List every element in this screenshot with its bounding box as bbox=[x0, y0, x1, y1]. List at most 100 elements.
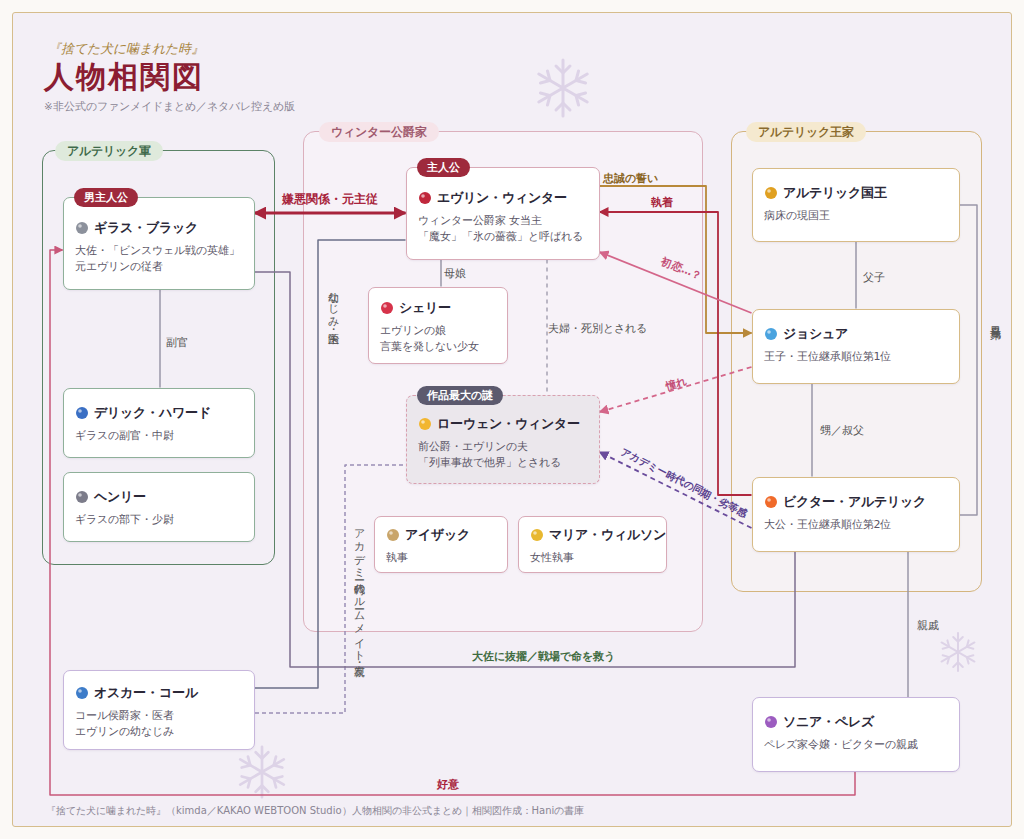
relation-label: 大佐に抜擢／戦場で命を救う bbox=[472, 650, 615, 664]
icon-shine bbox=[767, 718, 771, 722]
character-name: ヘンリー bbox=[94, 487, 146, 507]
character-description: 大佐・「ビンスウェル戦の英雄」 元エヴリンの従者 bbox=[75, 243, 243, 275]
icon-shine bbox=[78, 224, 82, 228]
icon-dot bbox=[387, 529, 399, 541]
icon-dot bbox=[765, 496, 777, 508]
icon-dot bbox=[765, 716, 777, 728]
name-row: エヴリン・ウィンター bbox=[418, 188, 588, 208]
name-row: ローウェン・ウィンター bbox=[418, 414, 588, 434]
icon-dot bbox=[76, 491, 88, 503]
character-description: ペレズ家令嬢・ビクターの親戚 bbox=[764, 737, 948, 753]
character-description: ギラスの副官・中尉 bbox=[75, 428, 243, 444]
character-icon bbox=[530, 528, 544, 542]
icon-dot bbox=[419, 418, 431, 430]
character-description: 王子・王位継承順位第1位 bbox=[764, 349, 948, 365]
character-box: シェリーエヴリンの娘 言葉を発しない少女 bbox=[368, 287, 508, 364]
relation-label: 夫婦・死別とされる bbox=[548, 321, 647, 335]
character-name: オスカー・コール bbox=[94, 683, 198, 703]
character-name: ギラス・ブラック bbox=[94, 218, 198, 238]
relation-label: 父子 bbox=[863, 270, 885, 284]
relation-label: 忠誠の誓い bbox=[603, 171, 658, 185]
name-row: ヘンリー bbox=[75, 487, 243, 507]
role-badge: 主人公 bbox=[417, 158, 470, 177]
relation-label: 幼なじみ・主治医 bbox=[326, 283, 340, 327]
icon-shine bbox=[78, 409, 82, 413]
character-icon bbox=[764, 495, 778, 509]
character-icon bbox=[764, 327, 778, 341]
diagram-caption: 『捨てた犬に噛まれた時』（kimda／KAKAO WEBTOON Studio）… bbox=[46, 804, 584, 818]
name-row: デリック・ハワード bbox=[75, 403, 243, 423]
character-box: ソニア・ペレズペレズ家令嬢・ビクターの親戚 bbox=[752, 697, 960, 772]
snowflake-symbol bbox=[539, 60, 587, 116]
icon-dot bbox=[381, 302, 393, 314]
icon-shine bbox=[78, 689, 82, 693]
character-icon bbox=[418, 191, 432, 205]
character-icon bbox=[764, 715, 778, 729]
name-row: アイザック bbox=[386, 525, 496, 545]
character-name: マリア・ウィルソン bbox=[549, 525, 666, 545]
name-row: ジョシュア bbox=[764, 324, 948, 344]
group-band: アルテリック軍男主人公ギラス・ブラック大佐・「ビンスウェル戦の英雄」 元エヴリン… bbox=[42, 150, 275, 565]
character-description: 病床の現国王 bbox=[764, 208, 948, 224]
character-box: アルテリック国王病床の現国王 bbox=[752, 168, 960, 242]
name-row: アルテリック国王 bbox=[764, 183, 948, 203]
name-row: マリア・ウィルソン bbox=[530, 525, 655, 545]
character-description: エヴリンの娘 言葉を発しない少女 bbox=[380, 323, 496, 355]
icon-shine bbox=[78, 493, 82, 497]
role-badge: 作品最大の謎 bbox=[417, 386, 503, 405]
character-box: オスカー・コールコール侯爵家・医者 エヴリンの幼なじみ bbox=[63, 670, 255, 750]
character-box: 作品最大の謎ローウェン・ウィンター前公爵・エヴリンの夫 「列車事故で他界」とされ… bbox=[406, 395, 600, 484]
character-icon bbox=[386, 528, 400, 542]
icon-shine bbox=[767, 498, 771, 502]
name-row: ビクター・アルテリック bbox=[764, 492, 948, 512]
character-name: ローウェン・ウィンター bbox=[437, 414, 580, 434]
relation-label: 親戚 bbox=[917, 618, 939, 632]
icon-dot bbox=[765, 187, 777, 199]
character-description: 大公・王位継承順位第2位 bbox=[764, 517, 948, 533]
header-note: ※非公式のファンメイドまとめ／ネタバレ控えめ版 bbox=[44, 100, 295, 114]
name-row: ギラス・ブラック bbox=[75, 218, 243, 238]
relation-label: 甥／叔父 bbox=[820, 423, 864, 437]
character-box: 男主人公ギラス・ブラック大佐・「ビンスウェル戦の英雄」 元エヴリンの従者 bbox=[63, 197, 255, 290]
character-description: ギラスの部下・少尉 bbox=[75, 512, 243, 528]
character-name: アイザック bbox=[405, 525, 470, 545]
character-box: ビクター・アルテリック大公・王位継承順位第2位 bbox=[752, 477, 960, 552]
character-icon bbox=[418, 417, 432, 431]
character-icon bbox=[75, 686, 89, 700]
character-description: 前公爵・エヴリンの夫 「列車事故で他界」とされる bbox=[418, 439, 588, 471]
character-icon bbox=[75, 490, 89, 504]
icon-shine bbox=[421, 194, 425, 198]
character-icon bbox=[764, 186, 778, 200]
character-name: シェリー bbox=[399, 298, 451, 318]
name-row: シェリー bbox=[380, 298, 496, 318]
character-name: アルテリック国王 bbox=[783, 183, 887, 203]
group-heading: ウィンター公爵家 bbox=[319, 122, 439, 142]
character-icon bbox=[75, 221, 89, 235]
icon-shine bbox=[389, 531, 393, 535]
icon-dot bbox=[419, 192, 431, 204]
snowflake-symbol bbox=[240, 747, 284, 797]
role-badge: 男主人公 bbox=[74, 188, 138, 207]
relation-label: 好意 bbox=[437, 778, 459, 792]
character-box: デリック・ハワードギラスの副官・中尉 bbox=[63, 388, 255, 458]
character-box: ジョシュア王子・王位継承順位第1位 bbox=[752, 309, 960, 384]
name-row: オスカー・コール bbox=[75, 683, 243, 703]
character-box: マリア・ウィルソン女性執事 bbox=[518, 516, 667, 573]
relation-connector bbox=[159, 290, 161, 388]
character-description: 執事 bbox=[386, 550, 496, 566]
name-row: ソニア・ペレズ bbox=[764, 712, 948, 732]
diagram-title: 人物相関図 bbox=[44, 58, 204, 96]
icon-dot bbox=[76, 407, 88, 419]
character-icon bbox=[75, 406, 89, 420]
character-name: デリック・ハワード bbox=[94, 403, 211, 423]
icon-dot bbox=[76, 687, 88, 699]
icon-shine bbox=[767, 189, 771, 193]
snowflake-symbol bbox=[942, 633, 975, 671]
character-name: ジョシュア bbox=[783, 324, 848, 344]
character-description: 女性執事 bbox=[530, 550, 655, 566]
character-description: ウィンター公爵家 女当主 「魔女」「氷の薔薇」と呼ばれる bbox=[418, 213, 588, 245]
relation-label: 嫌悪関係・元主従 bbox=[282, 192, 378, 206]
icon-dot bbox=[531, 529, 543, 541]
relation-label: 異母兄弟 bbox=[988, 318, 1002, 322]
relation-label: 副官 bbox=[166, 335, 188, 349]
